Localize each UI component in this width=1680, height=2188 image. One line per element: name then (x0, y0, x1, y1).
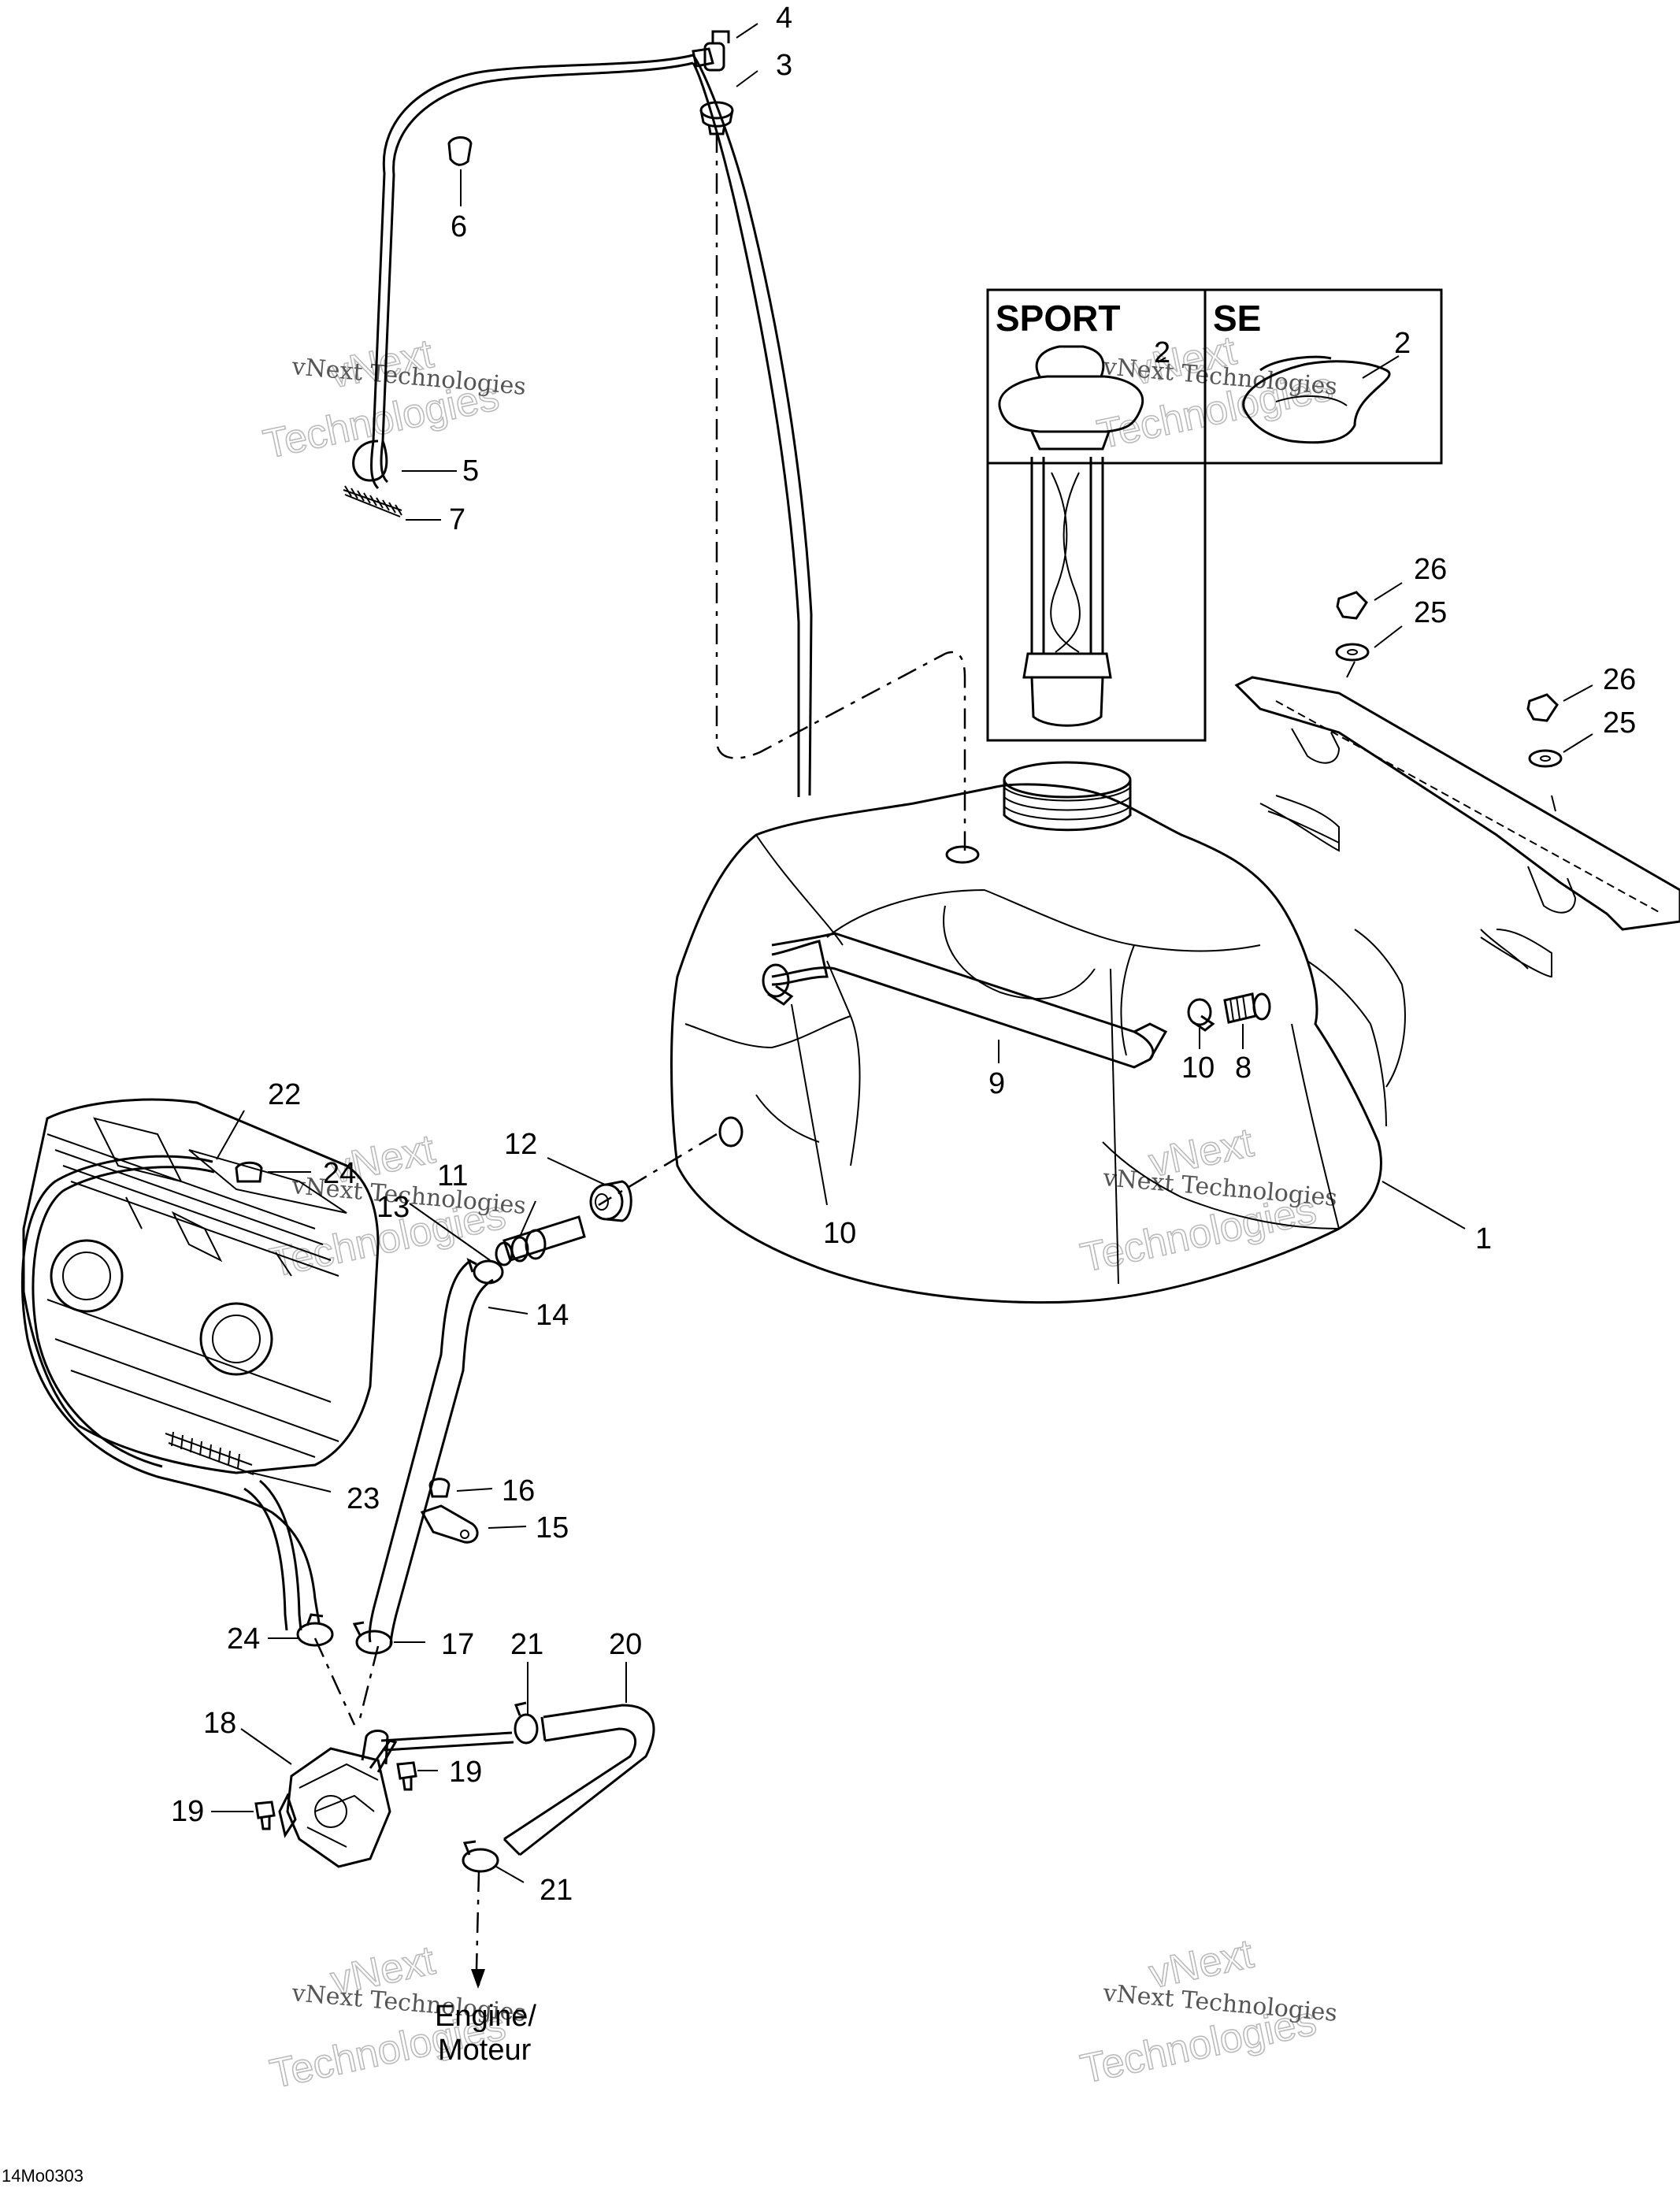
bracket-15 (420, 1504, 479, 1544)
clamp-17 (352, 1621, 393, 1655)
callout-1: 1 (1475, 1222, 1492, 1255)
callout-9: 9 (988, 1067, 1005, 1100)
clamp-24-b (296, 1613, 334, 1647)
callout-18: 18 (203, 1707, 236, 1740)
callout-8: 8 (1235, 1051, 1252, 1085)
filler-neck (1003, 761, 1132, 832)
nut-26-a (1336, 591, 1368, 620)
callout-10-lower: 10 (823, 1217, 856, 1250)
callout-17: 17 (441, 1628, 474, 1661)
leader-lines (211, 23, 1593, 1883)
callout-21-lower: 21 (540, 1874, 573, 1907)
screw-19-b (254, 1800, 276, 1830)
callout-4: 4 (776, 2, 792, 35)
callout-2-sport: 2 (1154, 336, 1170, 369)
callout-25-a: 25 (1414, 596, 1447, 629)
clamp-13 (466, 1258, 504, 1285)
callout-7: 7 (449, 503, 465, 536)
spring-7 (343, 485, 402, 517)
callout-20: 20 (609, 1628, 642, 1661)
screw-19-a (396, 1761, 417, 1791)
callout-14: 14 (536, 1299, 569, 1332)
drawing-code: 14Mo0303 (2, 2166, 83, 2186)
washer-25-a (1335, 643, 1370, 662)
callout-25-b: 25 (1603, 706, 1636, 740)
callout-23: 23 (347, 1482, 380, 1515)
fitting-8 (1223, 992, 1271, 1024)
mounting-bracket (1234, 591, 1680, 931)
callout-16: 16 (502, 1474, 535, 1507)
fuel-tank-1 (670, 761, 1552, 1304)
sport-cap-dipstick (998, 345, 1144, 727)
engine-label-line2: Moteur (438, 2034, 532, 2067)
callout-6: 6 (451, 210, 467, 243)
washer-25-b (1528, 749, 1563, 768)
screw-16 (428, 1478, 451, 1498)
clamp-21-b (462, 1840, 499, 1873)
callout-2-se: 2 (1394, 327, 1411, 360)
se-label: SE (1213, 298, 1261, 339)
supply-route-dashed (598, 1133, 718, 1207)
callout-15: 15 (536, 1511, 569, 1545)
pump-route-dashed (313, 1637, 380, 1726)
clip-24-a (235, 1161, 263, 1183)
watermark-group: vNext Technologies vNext Technologies vN… (259, 327, 1338, 2098)
callout-19-left: 19 (171, 1795, 204, 1828)
callout-19-right: 19 (449, 1756, 482, 1789)
hose-20 (503, 1704, 655, 1856)
callout-11: 11 (437, 1159, 468, 1192)
clamp-10-b (1187, 998, 1215, 1032)
elbow-fitting-4 (692, 30, 730, 72)
fuel-pump-18 (278, 1730, 514, 1868)
sport-label: SPORT (996, 298, 1120, 339)
vent-line (343, 30, 813, 797)
arrow-down-icon (471, 1969, 485, 1989)
callout-10-upper: 10 (1181, 1051, 1215, 1085)
clip-6 (447, 136, 473, 166)
callout-13: 13 (376, 1191, 410, 1224)
se-cap (1242, 355, 1391, 444)
engine-route-dashed (474, 1871, 481, 1986)
callout-26-a: 26 (1414, 553, 1447, 586)
clamp-21-a (514, 1701, 539, 1745)
return-hose-assembly (762, 932, 1271, 1069)
callout-24-upper: 24 (323, 1157, 356, 1190)
engine (20, 1098, 380, 1647)
clamp-10-a (762, 963, 794, 1006)
callout-12: 12 (504, 1128, 537, 1161)
callout-21-upper: 21 (510, 1628, 543, 1661)
fitting-11 (495, 1215, 586, 1266)
nut-26-b (1526, 693, 1559, 722)
engine-label-line1: Engine/ (435, 2000, 536, 2033)
variant-box: SPORT SE (986, 288, 1443, 742)
callout-24-lower: 24 (227, 1622, 260, 1656)
callout-22: 22 (268, 1078, 301, 1111)
callout-3: 3 (776, 49, 792, 82)
callout-5: 5 (462, 454, 479, 488)
vent-route-dashed (715, 132, 966, 851)
callout-26-b: 26 (1603, 663, 1636, 696)
grommet-12 (589, 1180, 632, 1222)
callout-labels: 4 3 6 5 7 2 2 26 25 26 25 8 10 9 10 1 12… (171, 2, 1636, 1907)
supply-assembly (352, 1180, 632, 1655)
